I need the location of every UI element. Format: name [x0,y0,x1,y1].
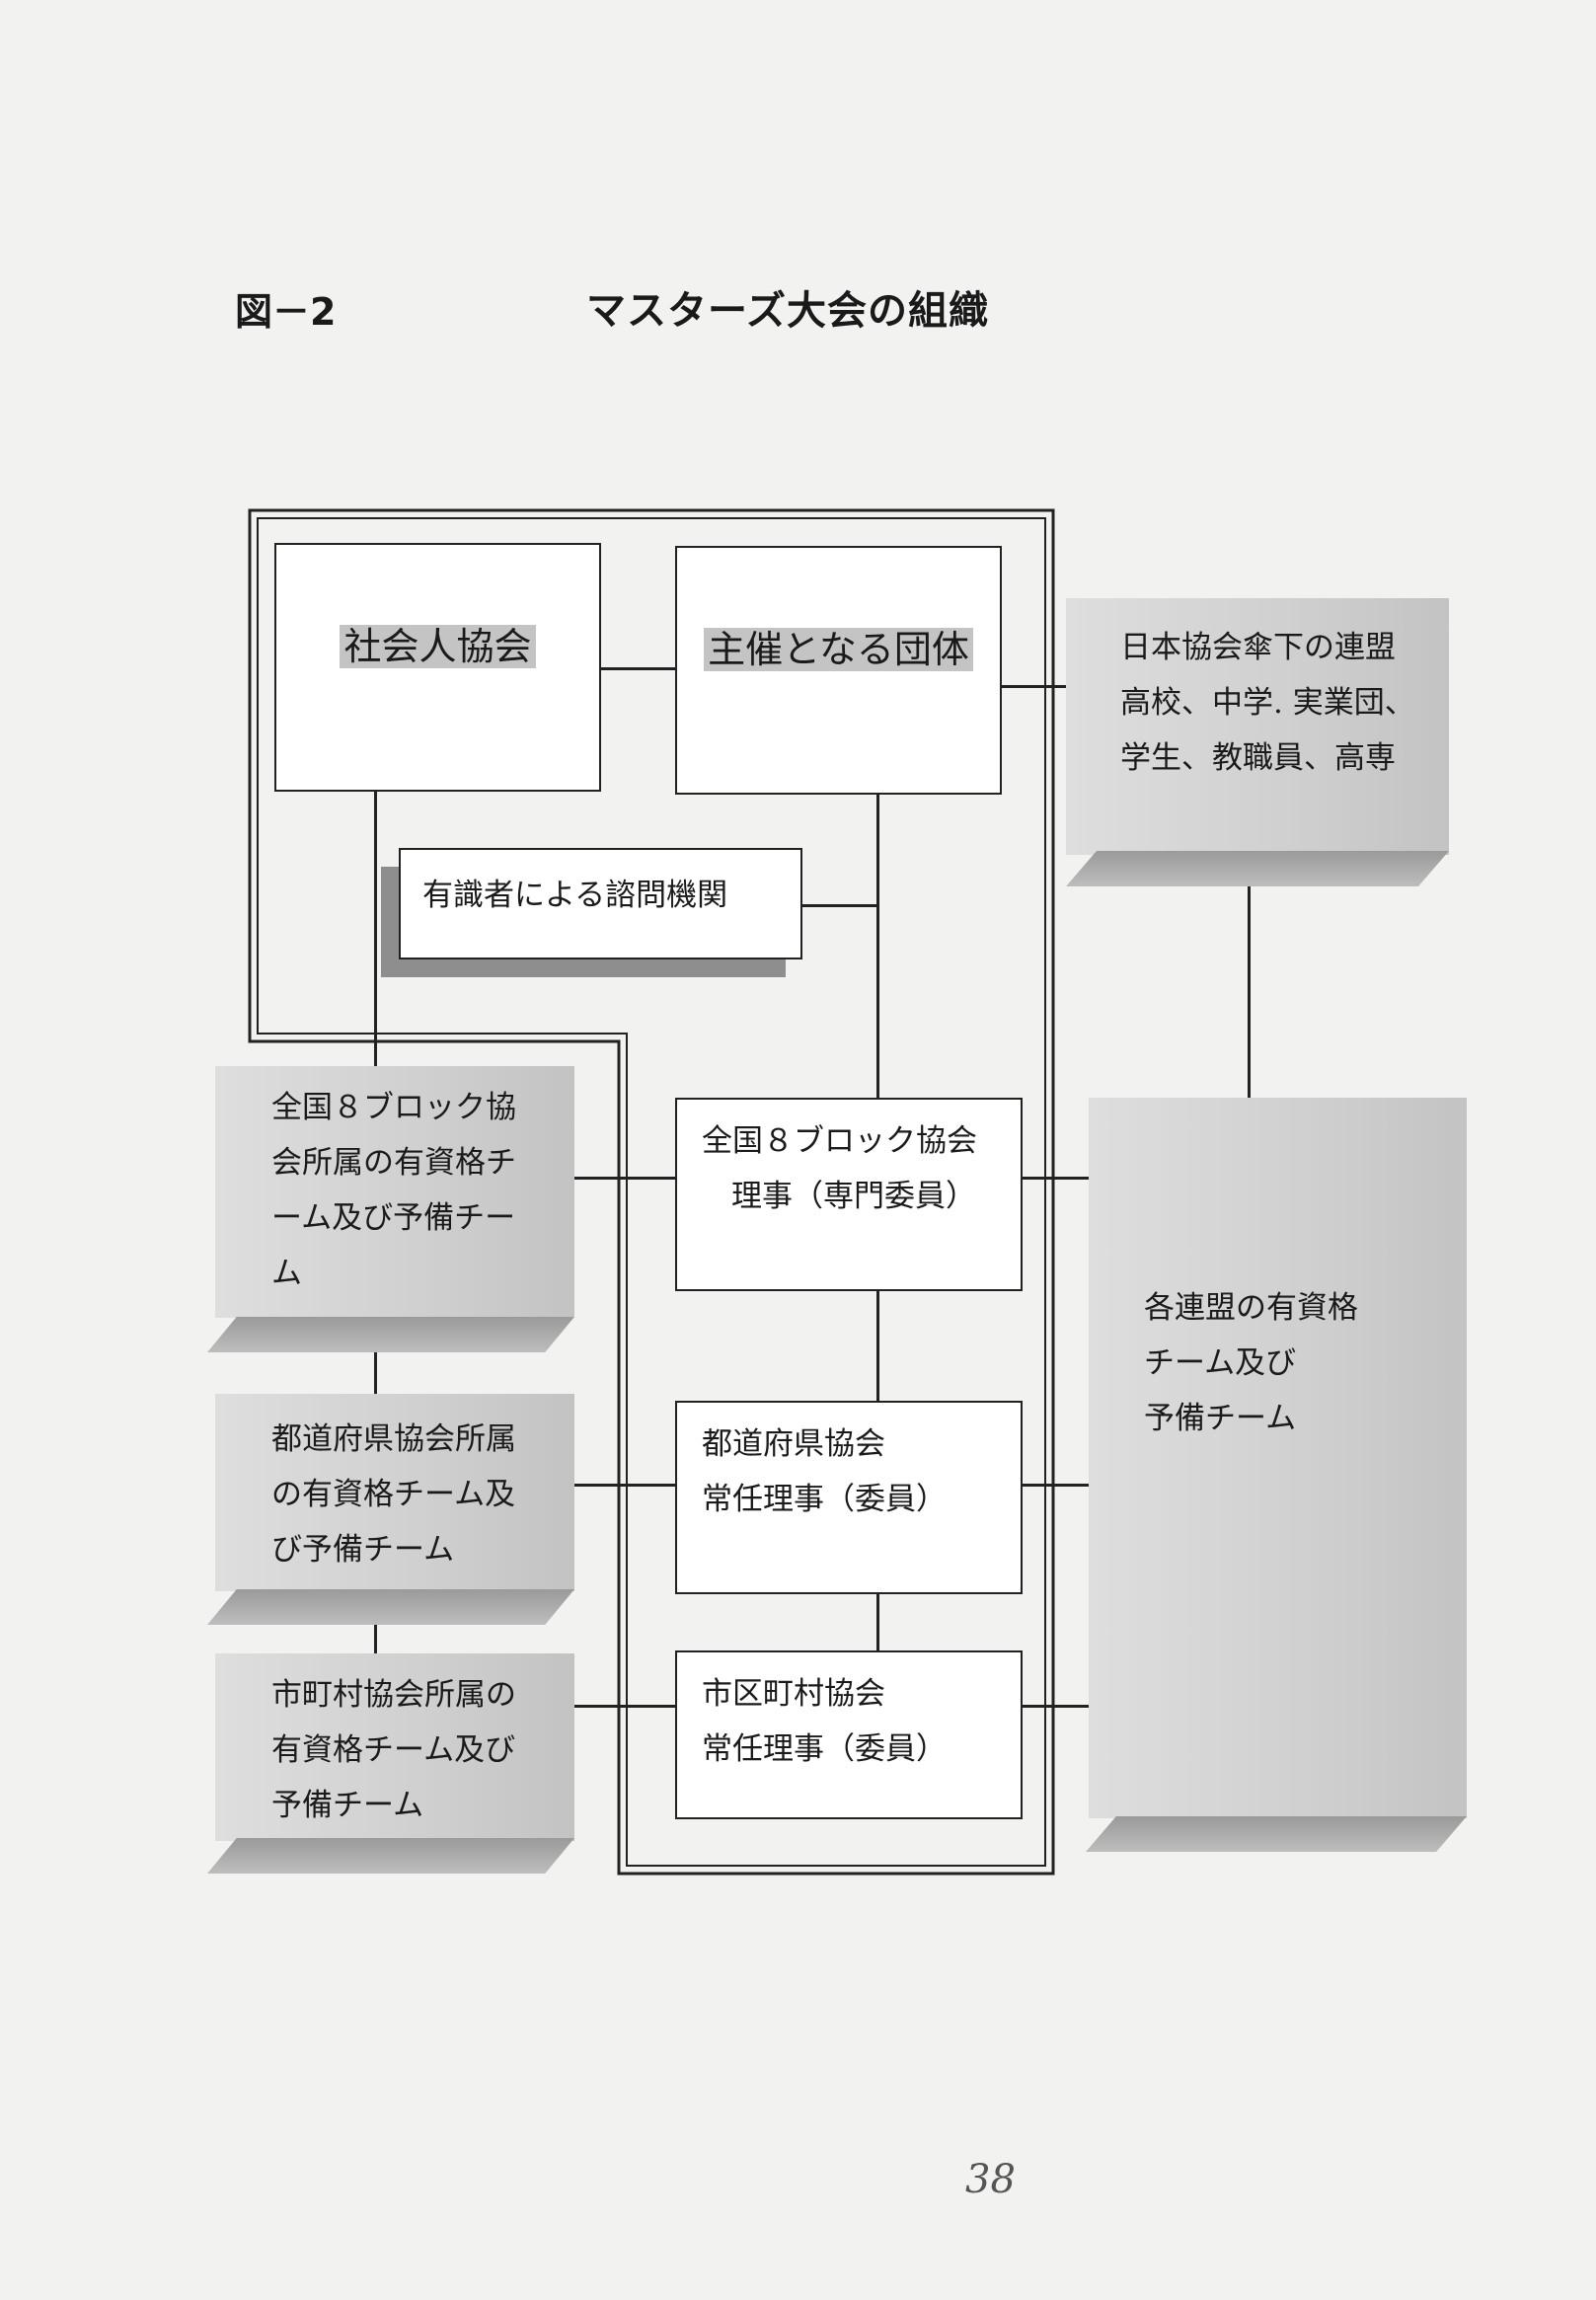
box-bevel [207,1838,574,1874]
box-bevel [207,1589,574,1625]
connector [876,1291,879,1401]
node-line: 都道府県協会 [702,1426,885,1462]
node-line: 高校、中学. 実業団、 [1120,685,1415,721]
node-line: 日本協会傘下の連盟 [1120,630,1396,665]
connector [601,667,675,670]
connector [1023,1177,1092,1180]
node-line: 市区町村協会 [702,1676,885,1712]
node-line: 予備チーム [1144,1401,1297,1436]
box-bevel [207,1317,574,1352]
host-organization-box: 主催となる団体 [675,546,1002,795]
node-line: 予備チーム [271,1788,424,1823]
node-line: 会所属の有資格チ [271,1145,516,1181]
node-label: 有識者による諮問機関 [422,878,728,913]
connector [1002,685,1081,688]
connector [1248,883,1251,1098]
advisory-body-box: 有識者による諮問機関 [399,848,802,959]
node-line: 有資格チーム及び [271,1732,516,1768]
prefecture-board-box: 都道府県協会 常任理事（委員） [675,1401,1023,1594]
node-line: 全国８ブロック協 [271,1090,516,1125]
connector [802,904,877,907]
node-line: 常任理事（委員） [702,1482,947,1517]
connector [574,1177,675,1180]
node-line: 各連盟の有資格 [1144,1290,1358,1326]
figure-label: 図－2 [235,290,337,334]
node-label: 主催となる団体 [704,628,973,671]
connector [574,1484,675,1487]
node-line: 全国８ブロック協会 [702,1123,977,1159]
connector [374,792,377,1068]
node-line: ーム及び予備チー [271,1200,516,1236]
connector [876,1594,879,1650]
node-line: 市町村協会所属の [271,1677,516,1713]
federation-teams-box: 各連盟の有資格 チーム及び 予備チーム [1089,1098,1467,1818]
node-line: 学生、教職員、高専 [1120,740,1396,776]
node-line: 理事（専門委員） [731,1179,976,1214]
node-line: 常任理事（委員） [702,1731,947,1767]
node-label: 社会人協会 [340,625,536,668]
node-line: ム [271,1256,302,1291]
connector [374,1349,377,1394]
shakaijin-kyokai-box: 社会人協会 [274,543,601,792]
block-board-box: 全国８ブロック協会 理事（専門委員） [675,1098,1023,1291]
box-bevel [1066,851,1449,886]
page-number: 38 [965,2157,1016,2202]
node-line: 都道府県協会所属 [271,1421,516,1457]
block-teams-box: 全国８ブロック協 会所属の有資格チ ーム及び予備チー ム [215,1066,574,1318]
nihon-federation-box: 日本協会傘下の連盟 高校、中学. 実業団、 学生、教職員、高専 [1066,598,1449,855]
connector [1023,1705,1092,1708]
node-line: び予備チーム [271,1532,455,1568]
diagram-title: マスターズ大会の組織 [586,287,989,334]
connector [574,1705,675,1708]
box-bevel [1086,1816,1467,1852]
city-board-box: 市区町村協会 常任理事（委員） [675,1650,1023,1819]
node-line: の有資格チーム及 [271,1477,516,1512]
prefecture-teams-box: 都道府県協会所属 の有資格チーム及 び予備チーム [215,1394,574,1591]
connector [1023,1484,1092,1487]
connector [876,795,879,1098]
node-line: チーム及び [1144,1345,1297,1381]
city-teams-box: 市町村協会所属の 有資格チーム及び 予備チーム [215,1653,574,1841]
connector [374,1624,377,1653]
